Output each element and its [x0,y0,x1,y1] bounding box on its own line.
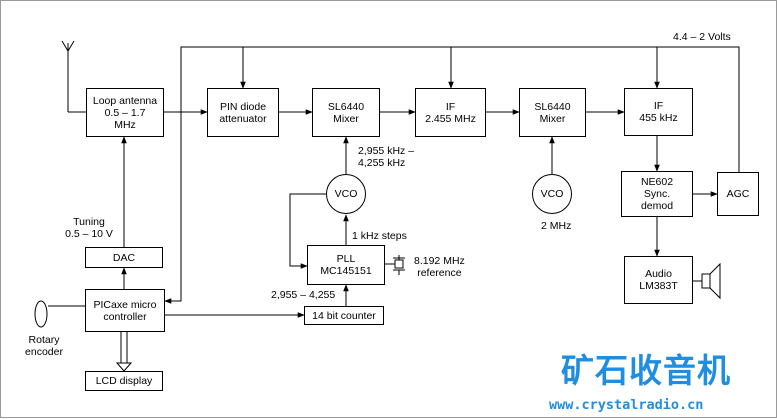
reference-line1: 8.192 MHz [414,255,465,267]
voltage-label: 4.4 – 2 Volts [673,31,731,43]
pic-controller-block: PICaxe micro controller [85,289,165,332]
tuning-line2: 0.5 – 10 V [65,228,113,240]
loop-antenna-line3: MHz [114,118,136,131]
antenna-arm-right [67,40,75,52]
pic-line1: PICaxe micro [93,298,157,311]
loop-antenna-line1: Loop antenna [92,94,158,107]
rotary-line1: Rotary [28,334,60,346]
vco2-freq-label: 2 MHz [541,220,572,232]
antenna-arm-left [61,40,69,52]
rotary-encoder-icon [34,300,48,328]
audio-line1: Audio [645,268,672,280]
watermark-chinese: 矿石收音机 [561,351,731,390]
agc-block: AGC [717,172,759,216]
vco1-range-line1: 2,955 kHz – [358,145,415,157]
counter-label: 14 bit counter [312,309,376,322]
bus-arrowhead [115,362,133,372]
vco1-range-label: 2,955 kHz – 4,255 kHz [358,145,414,169]
mixer2-line1: SL6440 [534,100,571,113]
counter-range-label: 2,955 – 4,255 [271,289,336,301]
vco1-range-line2: 4,255 kHz [358,157,406,169]
mixer1-block: SL6440 Mixer [312,88,380,137]
rotary-line2: encoder [25,346,63,358]
pll-line2: MC145151 [320,265,372,277]
loop-antenna-block: Loop antenna 0.5 – 1.7 MHz [86,88,164,137]
mixer1-line1: SL6440 [327,100,365,113]
audio-block: Audio LM383T [624,256,693,304]
lcd-display-block: LCD display [85,371,163,391]
speaker-cone [709,262,721,300]
lcd-label: LCD display [95,375,153,387]
wire-vco1-to-pll [289,193,326,269]
tuning-line1: Tuning [73,216,105,228]
vco1-label: VCO [334,188,358,200]
demod-block: NE602 Sync. demod [621,171,693,217]
if1-line2: 2.455 MHz [425,112,476,125]
if2-line2: 455 kHz [639,112,678,124]
if2-line1: IF [653,100,664,112]
crystal-body [394,259,404,269]
demod-line3: demod [640,200,674,212]
pin-attenuator-block: PIN diode attenuator [207,88,279,137]
vco1-circle: VCO [326,174,366,214]
pin-line1: PIN diode [219,100,267,113]
pin-line2: attenuator [219,112,267,125]
pic-line2: controller [103,310,147,323]
vco2-circle: VCO [532,174,572,214]
dac-block: DAC [85,247,163,268]
speaker-magnet [701,273,711,289]
agc-bus [165,46,740,302]
demod-line2: Sync. [643,188,671,200]
mixer2-block: SL6440 Mixer [519,88,586,137]
watermark-url: www.crystalradio.cn [549,397,704,413]
if1-line1: IF [445,100,456,113]
mixer2-line2: Mixer [539,112,566,125]
dac-label: DAC [112,251,136,264]
reference-line2: reference [417,267,462,279]
agc-label: AGC [726,188,750,200]
rotary-label: Rotary encoder [21,334,67,358]
reference-label: 8.192 MHz reference [414,255,465,279]
counter-block: 14 bit counter [304,306,384,325]
tuning-label: Tuning 0.5 – 10 V [49,216,129,240]
if2-block: IF 455 kHz [624,88,693,136]
pll-steps-label: 1 kHz steps [352,230,407,242]
audio-line2: LM383T [639,280,678,292]
mixer1-line2: Mixer [333,112,359,125]
loop-antenna-line2: 0.5 – 1.7 [104,106,146,119]
pll-line1: PLL [336,253,356,265]
vco2-label: VCO [540,188,564,200]
demod-line1: NE602 [640,176,674,188]
pll-block: PLL MC145151 [307,245,385,285]
if1-block: IF 2.455 MHz [415,88,486,137]
